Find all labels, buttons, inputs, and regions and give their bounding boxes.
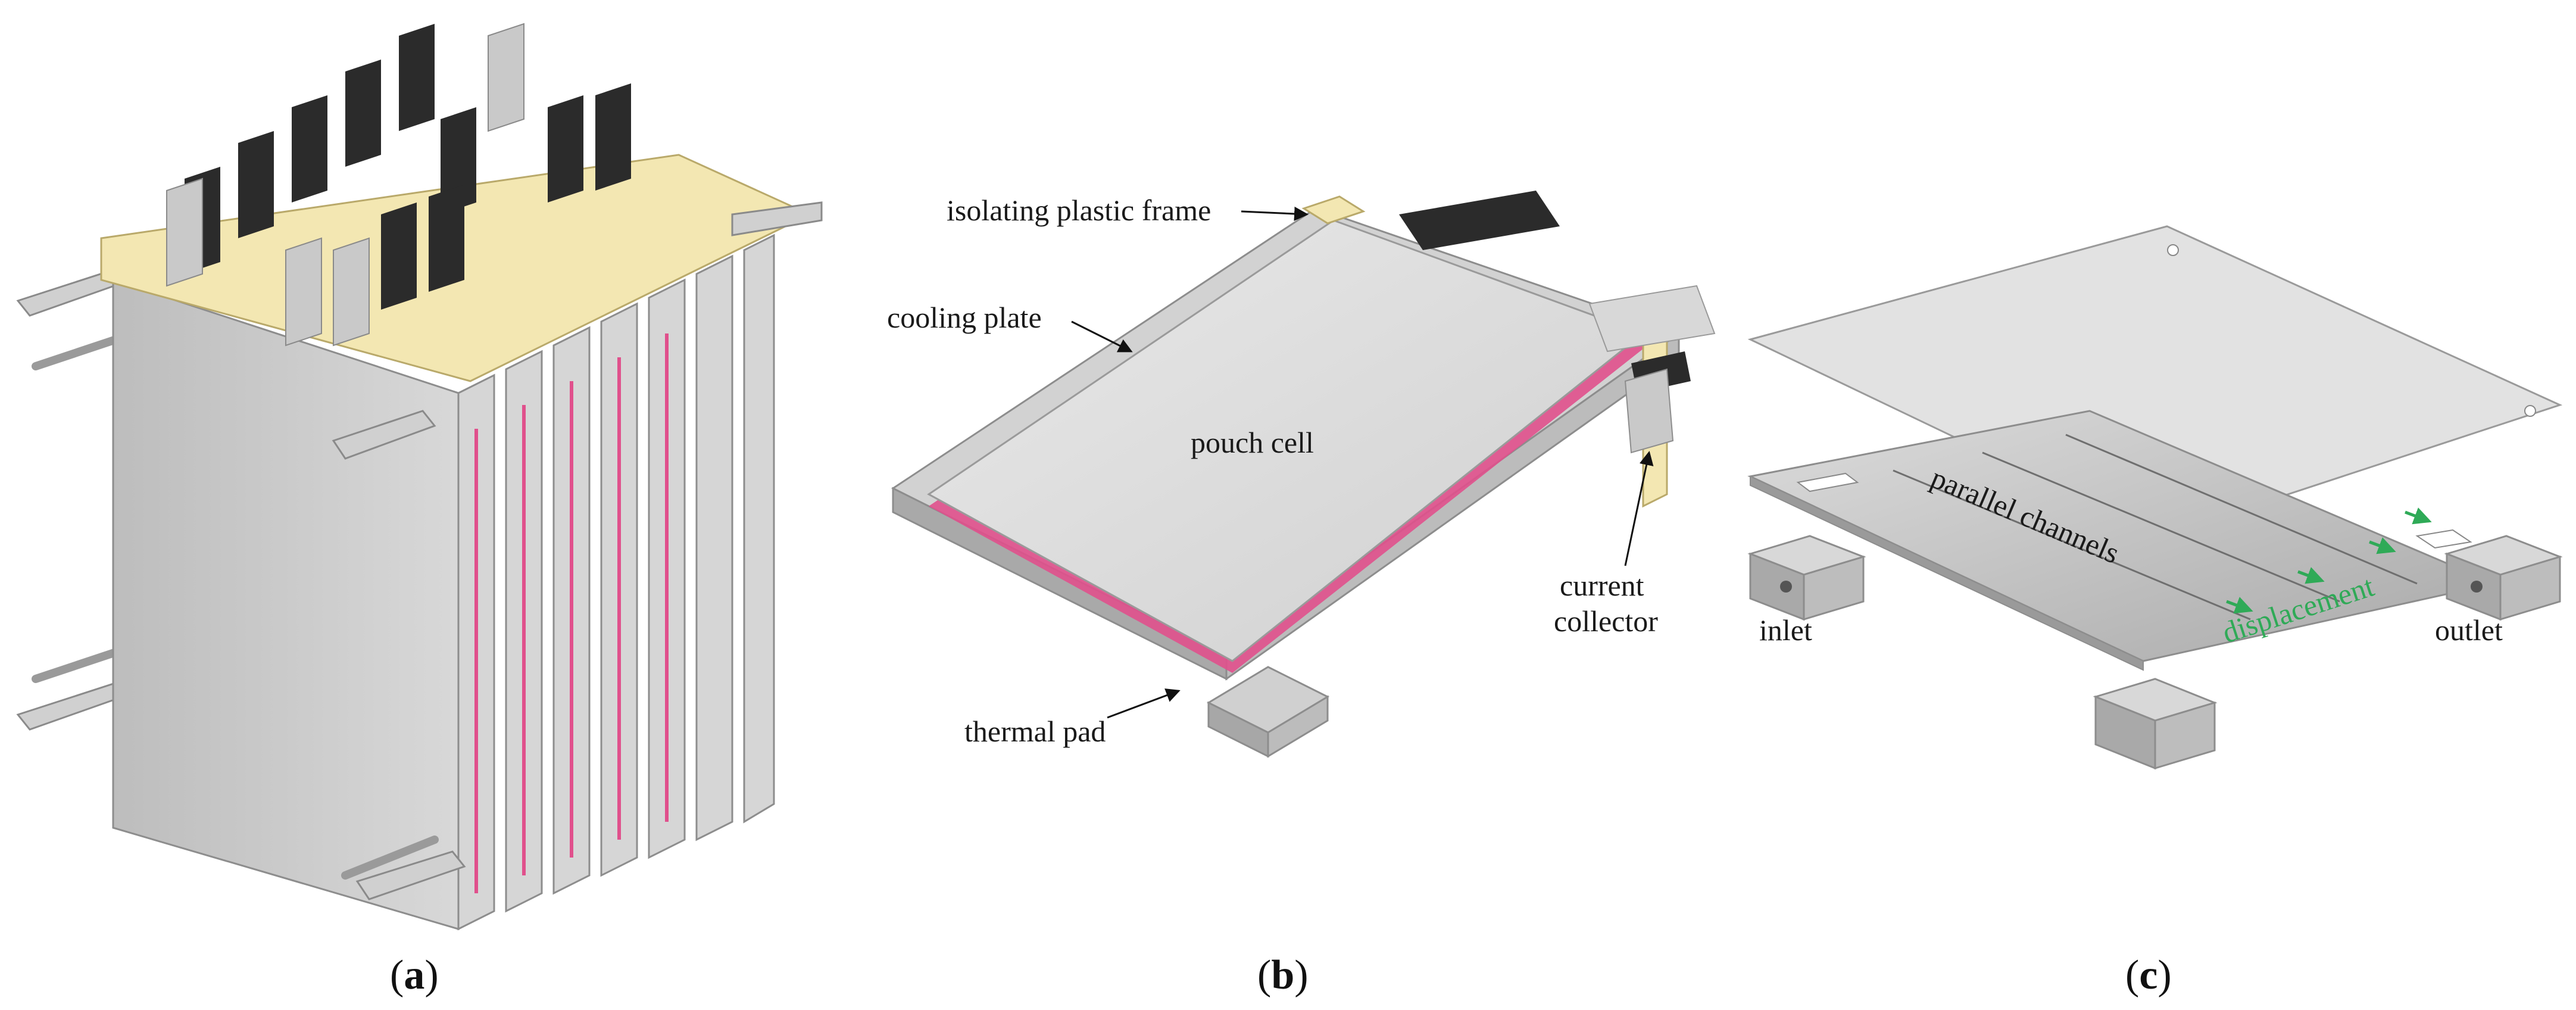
label-pad: thermal pad bbox=[964, 715, 1106, 748]
label-inlet: inlet bbox=[1759, 613, 1812, 647]
arrow-1 bbox=[2226, 597, 2253, 614]
leader-collector bbox=[1624, 451, 1654, 566]
caption-b: (b) bbox=[1257, 952, 1309, 998]
tab-positive bbox=[1588, 285, 1716, 353]
rod-left-1 bbox=[32, 332, 129, 370]
label-outlet: outlet bbox=[2435, 613, 2503, 647]
panel-a-module bbox=[16, 23, 823, 931]
label-cooling: cooling plate bbox=[887, 301, 1042, 334]
inlet-block bbox=[1747, 535, 1866, 621]
channel-1 bbox=[1893, 469, 2251, 621]
bottom-block bbox=[2093, 678, 2218, 770]
arrow-3 bbox=[2369, 537, 2396, 554]
tab-negative bbox=[1399, 191, 1560, 250]
caption-c: (c) bbox=[2125, 952, 2172, 998]
label-collector-2: collector bbox=[1554, 604, 1658, 638]
module-plates bbox=[457, 233, 775, 931]
caption-a: (a) bbox=[390, 952, 439, 998]
frame-back bbox=[1301, 195, 1366, 225]
panel-c-exploded bbox=[1747, 225, 2563, 770]
bracket-bottom-right bbox=[355, 850, 466, 900]
rod-right bbox=[341, 836, 439, 880]
arrow-2 bbox=[2297, 567, 2325, 584]
panel-b-assembly bbox=[891, 191, 1716, 758]
label-pouch: pouch cell bbox=[1191, 426, 1314, 459]
channel-2 bbox=[1982, 451, 2340, 603]
label-collector-1: current bbox=[1560, 569, 1644, 602]
leader-pad bbox=[1107, 688, 1181, 719]
bracket-mid-right bbox=[332, 410, 436, 460]
leader-frame bbox=[1241, 207, 1309, 222]
bracket-top-right bbox=[731, 201, 823, 236]
arrow-4 bbox=[2405, 507, 2432, 525]
module-tabs bbox=[166, 23, 631, 347]
current-collector bbox=[1624, 368, 1674, 454]
outlet-block bbox=[2444, 535, 2563, 621]
module-front-face bbox=[112, 278, 460, 931]
channel-3 bbox=[2065, 434, 2418, 585]
rod-left-2 bbox=[32, 645, 129, 683]
label-frame: isolating plastic frame bbox=[947, 194, 1211, 227]
leader-cooling bbox=[1071, 320, 1133, 353]
